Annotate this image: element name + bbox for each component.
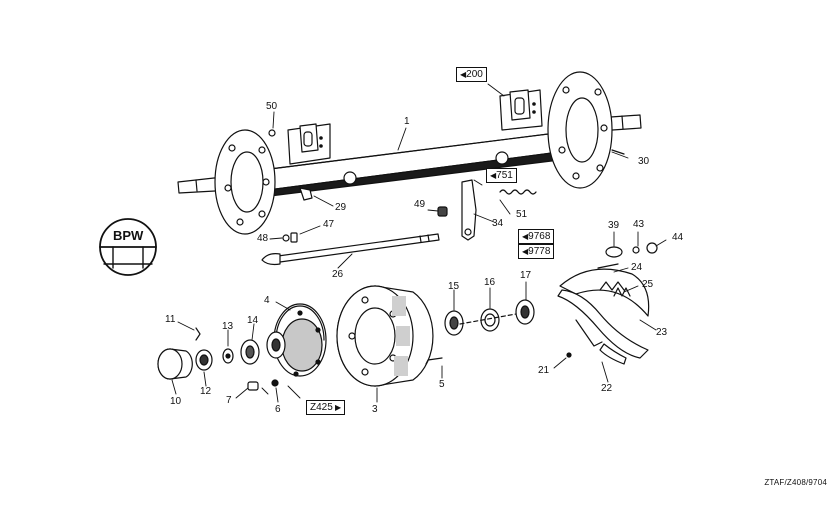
reference-label-751: 751 [496, 170, 513, 181]
part-48-pin [290, 232, 298, 243]
arrow-left-icon: ◀ [490, 171, 497, 180]
split-pin [195, 327, 201, 341]
part-number-50: 50 [266, 101, 278, 112]
part-50-nipple [268, 129, 276, 137]
part-number-26: 26 [332, 269, 344, 280]
part-number-43: 43 [633, 219, 645, 230]
reference-label-200: 200 [466, 69, 483, 80]
reference-label-z425: Z425 [310, 402, 333, 413]
part-number-21: 21 [538, 365, 550, 376]
part-number-22: 22 [601, 383, 613, 394]
part-number-44: 44 [672, 232, 684, 243]
reference-box-9768[interactable]: ◀9768 [518, 229, 555, 244]
reference-box-9778[interactable]: ◀9778 [518, 244, 555, 259]
outer-bearing [240, 339, 260, 365]
part-number-1: 1 [404, 116, 410, 127]
part-number-25: 25 [642, 279, 654, 290]
bpw-logo-text: BPW [113, 228, 144, 243]
part-30-indicator [611, 149, 625, 155]
part-number-10: 10 [170, 396, 182, 407]
arrow-left-icon: ◀ [522, 247, 529, 256]
part-number-29: 29 [335, 202, 347, 213]
part-number-14: 14 [247, 315, 259, 326]
abs-ring [515, 299, 535, 325]
part-number-12: 12 [200, 386, 212, 397]
spring-seat-right [499, 89, 543, 131]
reference-box-751[interactable]: ◀751 [486, 168, 517, 183]
spring-seat-left [287, 123, 331, 165]
inner-bearing [444, 310, 464, 336]
part-number-13: 13 [222, 321, 234, 332]
arrow-right-icon: ▶ [332, 403, 342, 412]
part-number-49: 49 [414, 199, 426, 210]
part-number-30: 30 [638, 156, 650, 167]
part-number-17: 17 [520, 270, 532, 281]
brake-camshaft [261, 233, 440, 266]
hub-cap [157, 348, 193, 380]
part-number-47: 47 [323, 219, 335, 230]
reference-box-z425[interactable]: Z425 ▶ [306, 400, 346, 415]
part-number-16: 16 [484, 277, 496, 288]
part-48-washer [282, 234, 290, 242]
part-number-24: 24 [631, 262, 643, 273]
part-number-48: 48 [257, 233, 269, 244]
part-6-stud [271, 379, 279, 387]
part-29-fitting [299, 187, 313, 201]
part-number-4: 4 [264, 295, 270, 306]
wheel-nut [247, 381, 259, 391]
part-number-51: 51 [516, 209, 528, 220]
part-number-15: 15 [448, 281, 460, 292]
slack-adjuster [461, 179, 537, 241]
reference-label-9768: 9768 [528, 231, 551, 242]
roller-44 [646, 242, 658, 254]
roller-43 [632, 246, 640, 254]
wheel-bolt [425, 357, 443, 365]
part-number-7: 7 [226, 395, 232, 406]
arrow-left-icon: ◀ [460, 70, 467, 79]
roller-39 [605, 246, 623, 258]
shoe-spring-24 [599, 281, 625, 291]
part-number-5: 5 [439, 379, 445, 390]
part-number-39: 39 [608, 220, 620, 231]
anchor-plate-right [547, 71, 613, 189]
rivet-21 [566, 352, 572, 358]
cam-bush [343, 171, 357, 185]
wheel-hub [266, 303, 327, 377]
anchor-plate-left [214, 129, 276, 235]
part-49-nut [437, 206, 448, 217]
reference-box-200[interactable]: ◀200 [456, 67, 487, 82]
drawing-code: ZTAF/Z408/9704 [764, 478, 827, 487]
part-number-34: 34 [492, 218, 504, 229]
cam-bush-right [495, 151, 509, 165]
leader-lines [171, 83, 667, 403]
bpw-logo [99, 218, 157, 276]
part-number-23: 23 [656, 327, 668, 338]
part-number-6: 6 [275, 404, 281, 415]
axle-nut [195, 349, 213, 371]
brake-drum [336, 285, 434, 387]
brake-shoe-assembly [557, 268, 650, 365]
arrow-left-icon: ◀ [522, 232, 529, 241]
return-spring [597, 263, 619, 269]
reference-label-9778: 9778 [528, 246, 551, 257]
thrust-washer [222, 348, 234, 364]
part-number-11: 11 [165, 314, 176, 325]
part-number-3: 3 [372, 404, 378, 415]
